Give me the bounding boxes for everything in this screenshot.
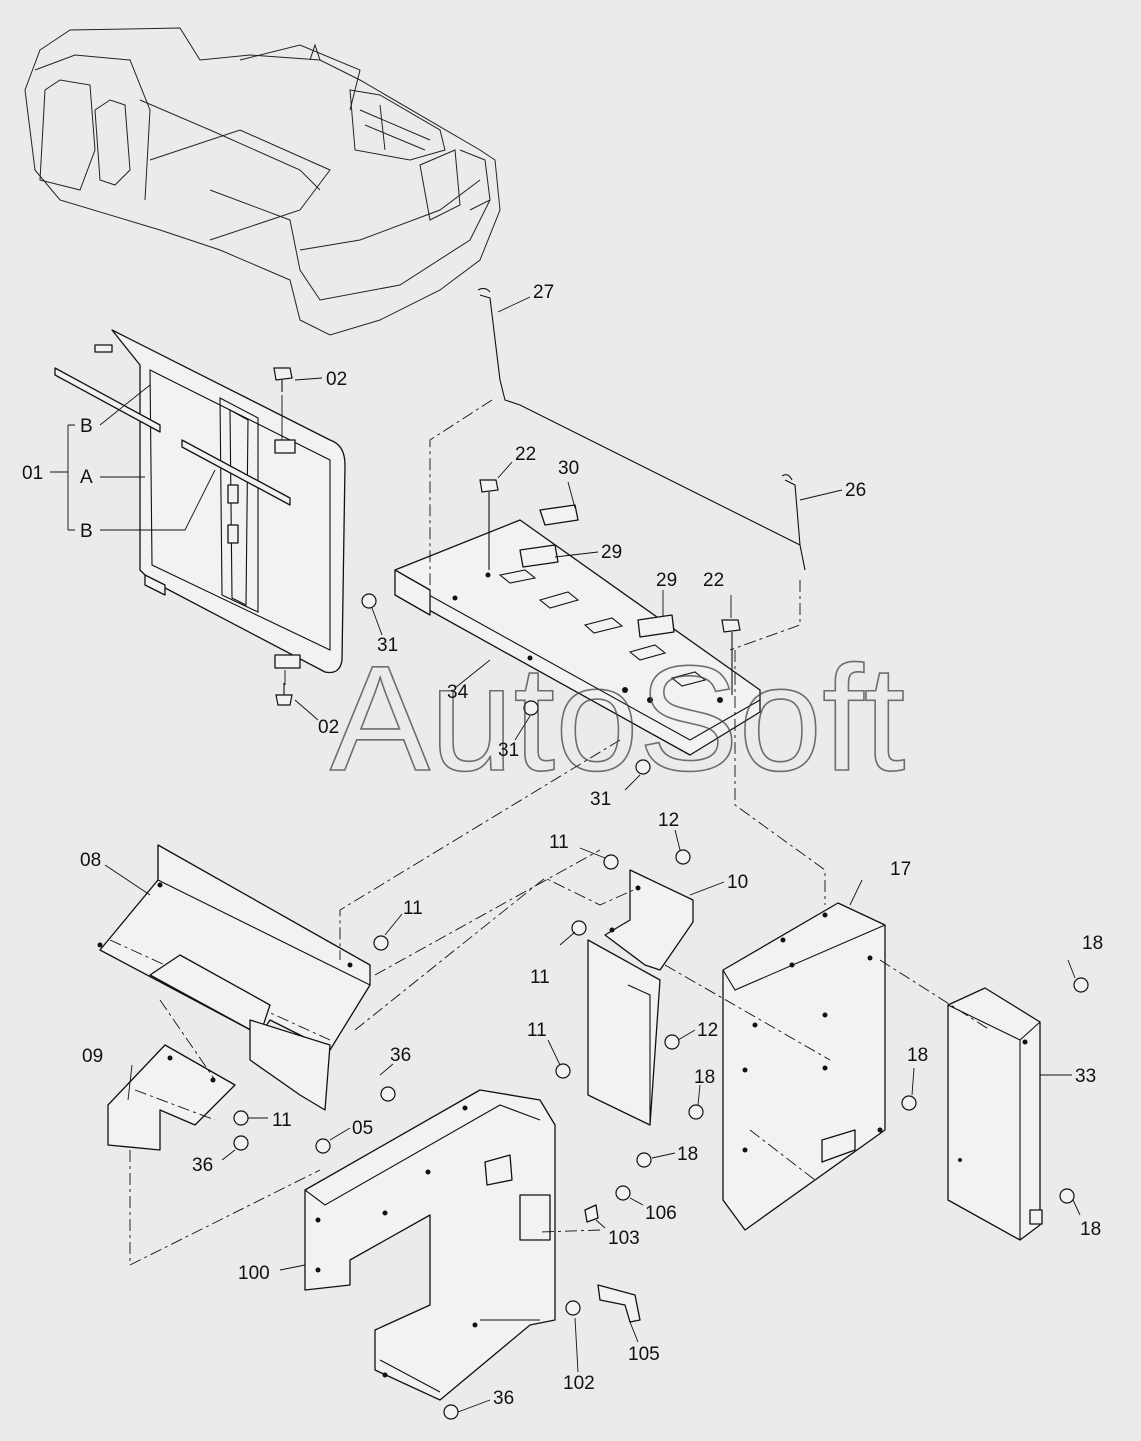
callout-02-bottom: 02	[318, 717, 339, 738]
callout-106: 106	[645, 1203, 677, 1224]
callout-36-08: 36	[390, 1045, 411, 1066]
callout-31-left: 31	[377, 635, 398, 656]
clip-103	[584, 1204, 599, 1223]
bolt-31-mid	[523, 700, 539, 716]
bolt-18-c	[901, 1095, 917, 1111]
bracket-09	[107, 1044, 236, 1151]
callout-103: 103	[608, 1228, 640, 1249]
bolt-18-e	[1059, 1188, 1075, 1204]
bolt-18-a	[688, 1104, 704, 1120]
callout-30: 30	[558, 458, 579, 479]
cover-panel-17	[722, 902, 886, 1231]
callout-33: 33	[1075, 1066, 1096, 1087]
callout-B-upper: B	[80, 416, 93, 437]
bolt-11-09	[233, 1110, 249, 1126]
cover-assembly-01	[54, 329, 346, 685]
bolt-22-right	[721, 619, 741, 695]
callout-17: 17	[890, 859, 911, 880]
bracket-plate-10	[587, 869, 694, 1126]
bolt-11-10-left	[571, 920, 587, 936]
callout-11-top: 11	[549, 832, 569, 853]
bolt-11-10-top	[603, 854, 619, 870]
bolt-18-d	[1073, 977, 1089, 993]
bolt-18-b	[636, 1152, 652, 1168]
callout-A: A	[80, 467, 93, 488]
callout-18-right: 18	[907, 1045, 928, 1066]
bolt-02-bottom	[275, 683, 293, 706]
callout-26: 26	[845, 480, 866, 501]
box-33	[947, 987, 1043, 1241]
callout-05: 05	[352, 1118, 373, 1139]
mounting-plate-34	[394, 519, 761, 756]
plate-100	[304, 1089, 556, 1401]
callout-12-lower: 12	[697, 1020, 718, 1041]
callout-11-lower: 11	[527, 1020, 547, 1041]
callout-18-bottom-right: 18	[1080, 1219, 1101, 1240]
rod-27	[477, 287, 801, 546]
callout-02-top: 02	[326, 369, 347, 390]
bolt-36-09	[233, 1135, 249, 1151]
bracket-105	[597, 1284, 641, 1323]
leader-lines	[50, 296, 1081, 1413]
callout-B-lower: B	[80, 521, 93, 542]
bolt-31-left	[361, 593, 377, 609]
callout-34: 34	[447, 682, 469, 703]
watermark-text: AutoSoft	[330, 634, 905, 802]
callout-31-mid: 31	[498, 740, 519, 761]
callout-36-09: 36	[192, 1155, 213, 1176]
callout-10: 10	[727, 872, 748, 893]
callout-36-bottom: 36	[493, 1388, 514, 1409]
callout-08: 08	[80, 850, 101, 871]
rod-26	[781, 474, 806, 571]
callout-100: 100	[238, 1263, 270, 1284]
callout-11-08: 11	[403, 898, 423, 919]
callout-18-mid: 18	[694, 1067, 715, 1088]
excavator-overview-illustration	[24, 27, 501, 336]
bolt-106	[615, 1185, 631, 1201]
callout-18-top-right: 18	[1082, 933, 1103, 954]
callout-18-low: 18	[677, 1144, 698, 1165]
bolt-12-lower	[664, 1034, 680, 1050]
bolt-11-lower	[555, 1063, 571, 1079]
callout-105: 105	[628, 1344, 660, 1365]
bolt-05	[315, 1138, 331, 1154]
callout-01: 01	[22, 463, 43, 484]
bolt-36-100	[443, 1404, 459, 1420]
bracket-30	[539, 504, 579, 526]
callout-12-top: 12	[658, 810, 679, 831]
callout-09: 09	[82, 1046, 103, 1067]
bolt-22-left	[479, 479, 499, 570]
bolt-12-top	[675, 849, 691, 865]
callout-102: 102	[563, 1373, 595, 1394]
bracket-29-left	[519, 544, 559, 568]
assembly-guide-lines	[129, 399, 991, 1266]
callout-11-09: 11	[272, 1110, 292, 1131]
bolt-31-low	[635, 759, 651, 775]
callout-22-right: 22	[703, 570, 724, 591]
bracket-08	[97, 844, 371, 1111]
bolt-102	[565, 1300, 581, 1316]
callout-29-left: 29	[601, 542, 622, 563]
callout-31-low: 31	[590, 789, 611, 810]
bolt-36-08	[380, 1086, 396, 1102]
bolt-11-08	[373, 935, 389, 951]
callout-labels: 01 A B B 02 02 27 26 22 30 29 29 22 31 3…	[22, 282, 1103, 1409]
callout-22-left: 22	[515, 444, 536, 465]
callout-27: 27	[533, 282, 554, 303]
bracket-29-right	[637, 614, 675, 638]
fasteners	[233, 367, 1089, 1420]
bolt-02-top	[273, 367, 293, 392]
callout-11-mid: 11	[530, 967, 550, 988]
callout-29-right: 29	[656, 570, 677, 591]
